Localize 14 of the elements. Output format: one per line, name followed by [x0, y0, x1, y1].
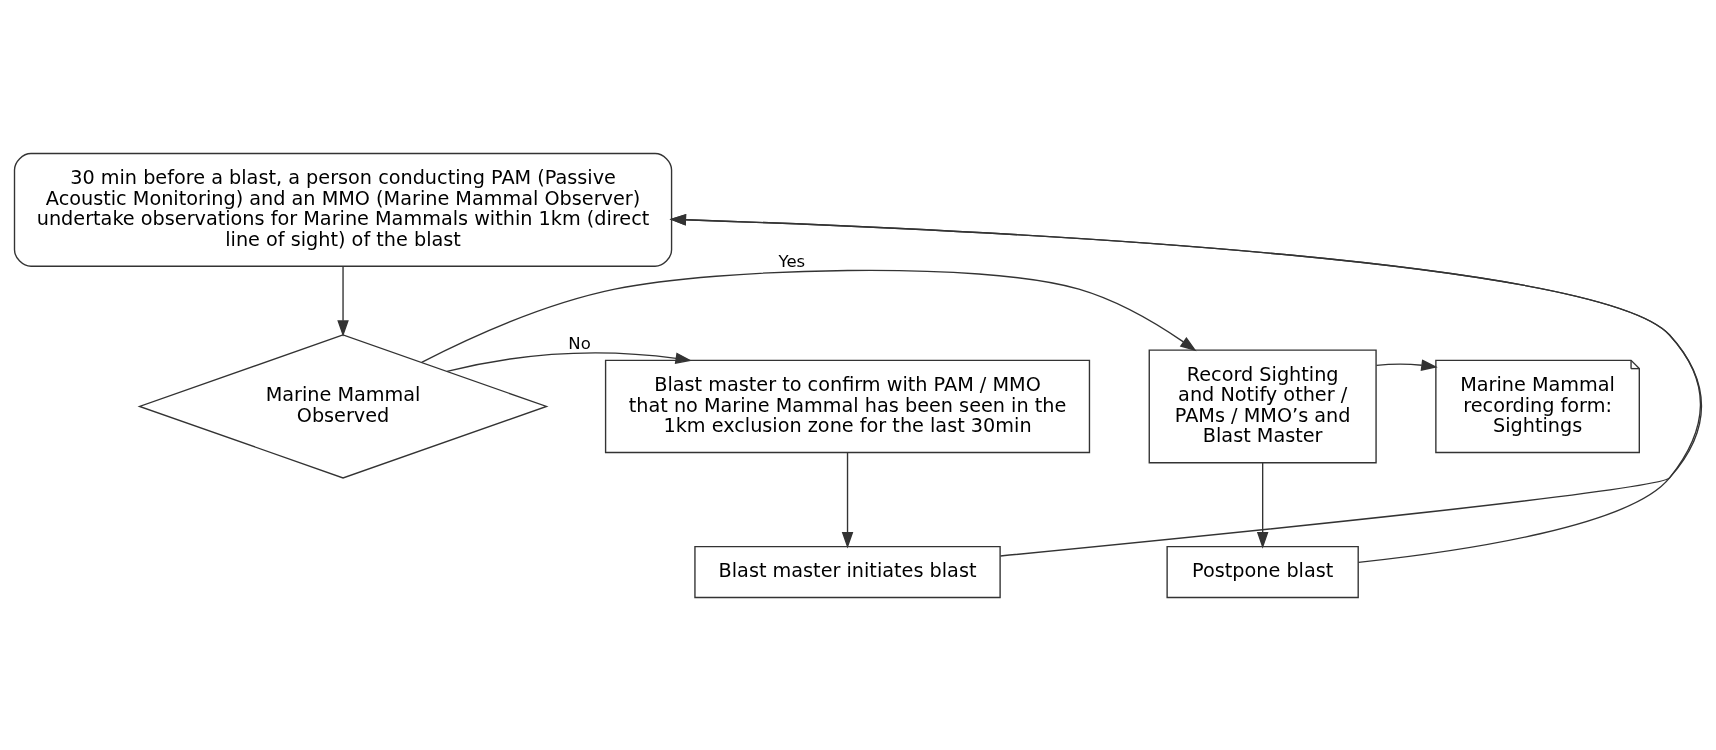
node-box: Blast master initiates blast: [694, 545, 1001, 598]
arrow: [1256, 461, 1269, 549]
node-box: 30 min before a blast, a person conducting PAM (Passive Acoustic Monitoring) and an MMO (Marine Mammal Observer) undertake observations for Marine Mammals within 1km (direct line of sight) of the blast: [13, 152, 673, 267]
arrow: [337, 265, 349, 337]
arrow: [446, 351, 692, 372]
arrow: [420, 269, 1197, 363]
edge-label: No: [568, 333, 591, 353]
node-box: Record Sighting and Notify other / PAMs / MMO’s and Blast Master: [1148, 348, 1377, 463]
node-box: Blast master to confirm with PAM / MMO that no Marine Mammal has been seen in the 1km exclusion zone for the last 30min: [604, 359, 1091, 453]
edge-label: Yes: [778, 251, 806, 271]
node-diamond: Marine Mammal Observed: [137, 333, 549, 479]
arrow: [841, 451, 854, 549]
node-box: Postpone blast: [1166, 545, 1359, 598]
arrow: [1375, 358, 1438, 371]
